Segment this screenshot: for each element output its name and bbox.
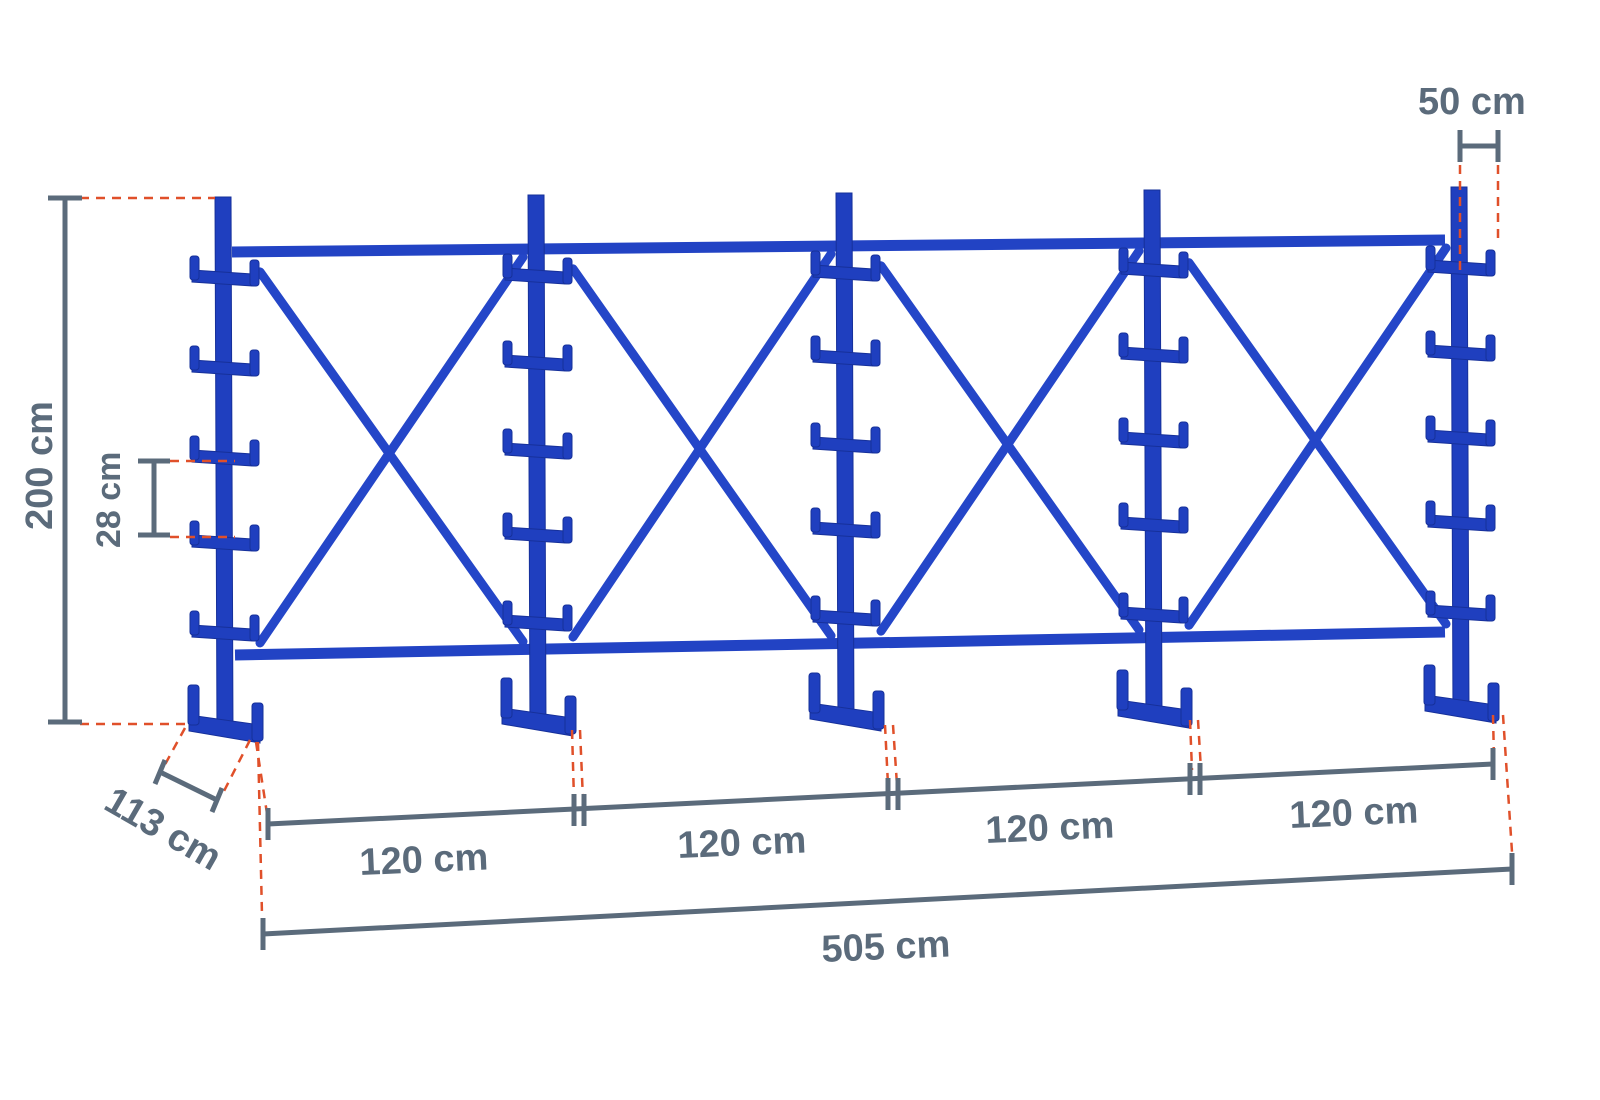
arm-end-stop [1425,500,1436,526]
bay-width-label-3: 120 cm [985,804,1116,852]
cantilever-arm [1120,346,1182,364]
arm-end-stop [1485,419,1496,447]
cantilever-arm [1120,261,1182,279]
dimension-lines [48,130,1515,950]
cantilever-arm [812,436,874,454]
base-foot [188,714,261,744]
arm-end-stop [1178,506,1189,534]
arm-end-stop [249,349,260,377]
arm-end-stop [870,426,881,454]
base-end-stop [872,690,885,730]
arm-spacing-label: 28 cm [90,452,128,548]
cantilever-arm [191,359,253,377]
bay-width-label-4: 120 cm [1289,789,1420,837]
cantilever-arm [1120,431,1182,449]
arm-end-stop [249,259,260,287]
arm-end-stop [1425,245,1436,271]
cantilever-arm [1427,259,1489,277]
cantilever-rack [187,186,1500,744]
arm-end-stop [1485,594,1496,622]
arm-end-stop [1485,504,1496,532]
arm-end-stop [562,604,573,632]
cantilever-arm [504,442,566,460]
arm-end-stop [870,339,881,367]
guide-lines [80,165,1514,916]
cantilever-arm [504,526,566,544]
arm-end-stop [502,428,513,454]
base-end-stop [808,672,821,714]
arm-end-stop [562,344,573,372]
base-end-stop [564,695,577,735]
arm-end-stop [1485,249,1496,277]
arm-end-stop [870,599,881,627]
arm-end-stop [249,524,260,552]
base-end-stop [1180,687,1193,727]
arm-end-stop [189,610,200,636]
arm-end-stop [189,345,200,371]
diagonal-brace [876,246,1144,636]
arm-end-stop [810,422,821,448]
arm-end-stop [1118,247,1129,273]
arm-end-stop [1118,417,1129,443]
arm-end-stop [502,512,513,538]
cantilever-arm [812,349,874,367]
bay-width-label-1: 120 cm [359,836,490,884]
arm-end-stop [1118,332,1129,358]
base-end-stop [187,684,200,726]
arm-end-stop [502,340,513,366]
arm-end-stop [870,254,881,282]
arm-length-label: 50 cm [1418,81,1526,123]
arm-end-stop [502,600,513,626]
arm-end-stop [249,614,260,642]
diagonal-brace [568,249,836,642]
base-foot [809,702,882,732]
arm-end-stop [1178,596,1189,624]
cantilever-arm [1427,429,1489,447]
total-length-label: 505 cm [821,923,952,971]
base-foot [1117,699,1190,729]
cantilever-arm [191,269,253,287]
cantilever-arm [1427,514,1489,532]
arm-end-stop [1425,415,1436,441]
arm-end-stop [810,595,821,621]
base-end-stop [1423,664,1436,706]
arm-end-stop [1118,502,1129,528]
diagonal-brace [255,252,528,648]
diagonal-brace [1184,243,1451,630]
bay-width-label-2: 120 cm [677,819,808,867]
arm-end-stop [249,439,260,467]
cantilever-arm [504,267,566,285]
arm-end-stop [502,253,513,279]
arm-end-stop [1485,334,1496,362]
base-end-stop [1116,669,1129,711]
arm-end-stop [562,257,573,285]
base-foot [1424,694,1497,724]
arm-end-stop [1425,330,1436,356]
arm-end-stop [189,520,200,546]
arm-end-stop [189,435,200,461]
arm-end-stop [870,511,881,539]
arm-end-stop [810,507,821,533]
arm-end-stop [562,516,573,544]
arm-end-stop [1425,590,1436,616]
base-end-stop [251,702,264,742]
height-label: 200 cm [19,401,61,530]
cantilever-arm [812,264,874,282]
arm-end-stop [189,255,200,281]
cantilever-arm [1427,344,1489,362]
cantilever-arm [191,449,253,467]
cantilever-arm [812,521,874,539]
arm-end-stop [1118,592,1129,618]
base-end-stop [500,677,513,719]
arm-end-stop [1178,251,1189,279]
cantilever-arm [191,624,253,642]
arm-end-stop [1178,336,1189,364]
arm-end-stop [810,250,821,276]
cantilever-arm [1120,516,1182,534]
arm-end-stop [562,432,573,460]
arm-end-stop [1178,421,1189,449]
cantilever-arm [504,354,566,372]
arm-end-stop [810,335,821,361]
